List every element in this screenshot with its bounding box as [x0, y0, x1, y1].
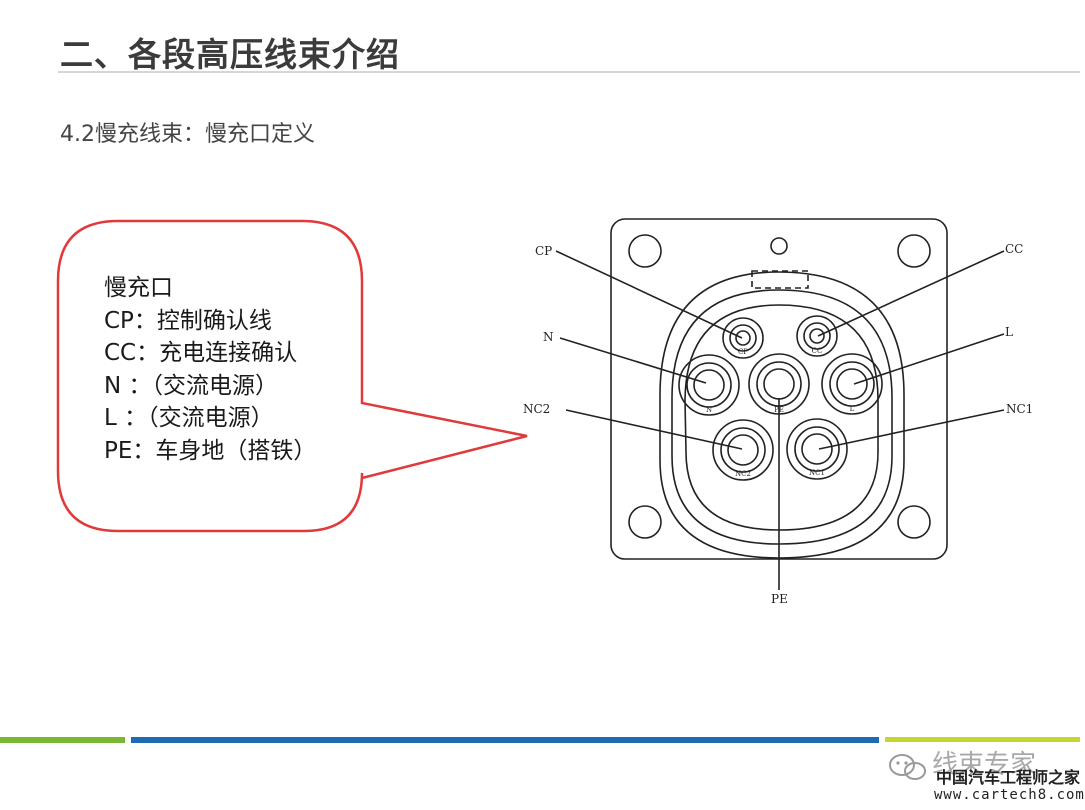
callout-text: 慢充口 CP：控制确认线 CC：充电连接确认 N ：（交流电源） L ：（交流电… — [104, 272, 316, 467]
pin-cp — [722, 317, 764, 359]
pin-nc1 — [786, 418, 848, 480]
pin-mark-pe: PE — [774, 406, 784, 414]
socket-body-middle — [671, 289, 893, 545]
pin-mark-nc1: NC1 — [809, 469, 825, 477]
mount-hole-top-right — [897, 234, 931, 268]
pin-l — [821, 353, 883, 415]
page-title: 二、各段高压线束介绍 — [60, 35, 400, 74]
footer-bar-yellow — [885, 737, 1080, 742]
callout-line-cp: CP：控制确认线 — [104, 307, 272, 334]
title-divider — [58, 71, 1080, 73]
callout-outline — [56, 219, 528, 533]
pin-mark-n: N — [706, 406, 712, 414]
pin-cc — [796, 315, 838, 357]
wechat-icon — [889, 754, 926, 780]
label-pe: PE — [771, 592, 788, 606]
leader-nc1 — [818, 409, 1005, 450]
pin-mark-cp: CP — [738, 348, 748, 356]
watermark-text: 线束专家 — [932, 750, 1037, 780]
leader-cp — [555, 250, 743, 339]
leader-nc2 — [565, 409, 743, 450]
callout-line-l: L ：（交流电源） — [104, 405, 274, 431]
label-nc1: NC1 — [1006, 402, 1033, 416]
callout-line-pe: PE：车身地（搭铁） — [104, 437, 317, 464]
label-cc: CC — [1005, 242, 1023, 256]
label-n: N — [543, 330, 554, 344]
latch-outline — [751, 270, 809, 289]
socket-body-outer — [659, 271, 905, 559]
leader-l — [853, 333, 1005, 385]
footer-bar-blue — [131, 737, 879, 743]
pin-n — [678, 354, 740, 416]
pin-mark-l: L — [850, 405, 855, 413]
mount-hole-top-left — [628, 234, 662, 268]
label-nc2: NC2 — [523, 402, 550, 416]
socket-body-inner — [684, 304, 879, 531]
section-subtitle: 4.2慢充线束：慢充口定义 — [60, 122, 315, 147]
leader-n — [559, 337, 707, 384]
pin-nc2 — [712, 419, 774, 481]
brand-url: www.cartech8.com — [934, 787, 1085, 803]
leader-cc — [817, 250, 1005, 337]
label-cp: CP — [535, 244, 552, 258]
callout-line-n: N ：（交流电源） — [104, 372, 279, 399]
brand-name: 中国汽车工程师之家 — [936, 768, 1081, 787]
label-l: L — [1005, 325, 1013, 339]
callout-line-cc: CC：充电连接确认 — [104, 340, 298, 366]
pin-mark-cc: CC — [812, 347, 823, 355]
pin-mark-nc2: NC2 — [735, 470, 751, 478]
center-top-hole — [770, 237, 788, 255]
callout-line-heading: 慢充口 — [104, 275, 173, 301]
footer-bar-green — [0, 737, 125, 743]
mount-hole-bottom-right — [897, 505, 931, 539]
mount-hole-bottom-left — [628, 505, 662, 539]
